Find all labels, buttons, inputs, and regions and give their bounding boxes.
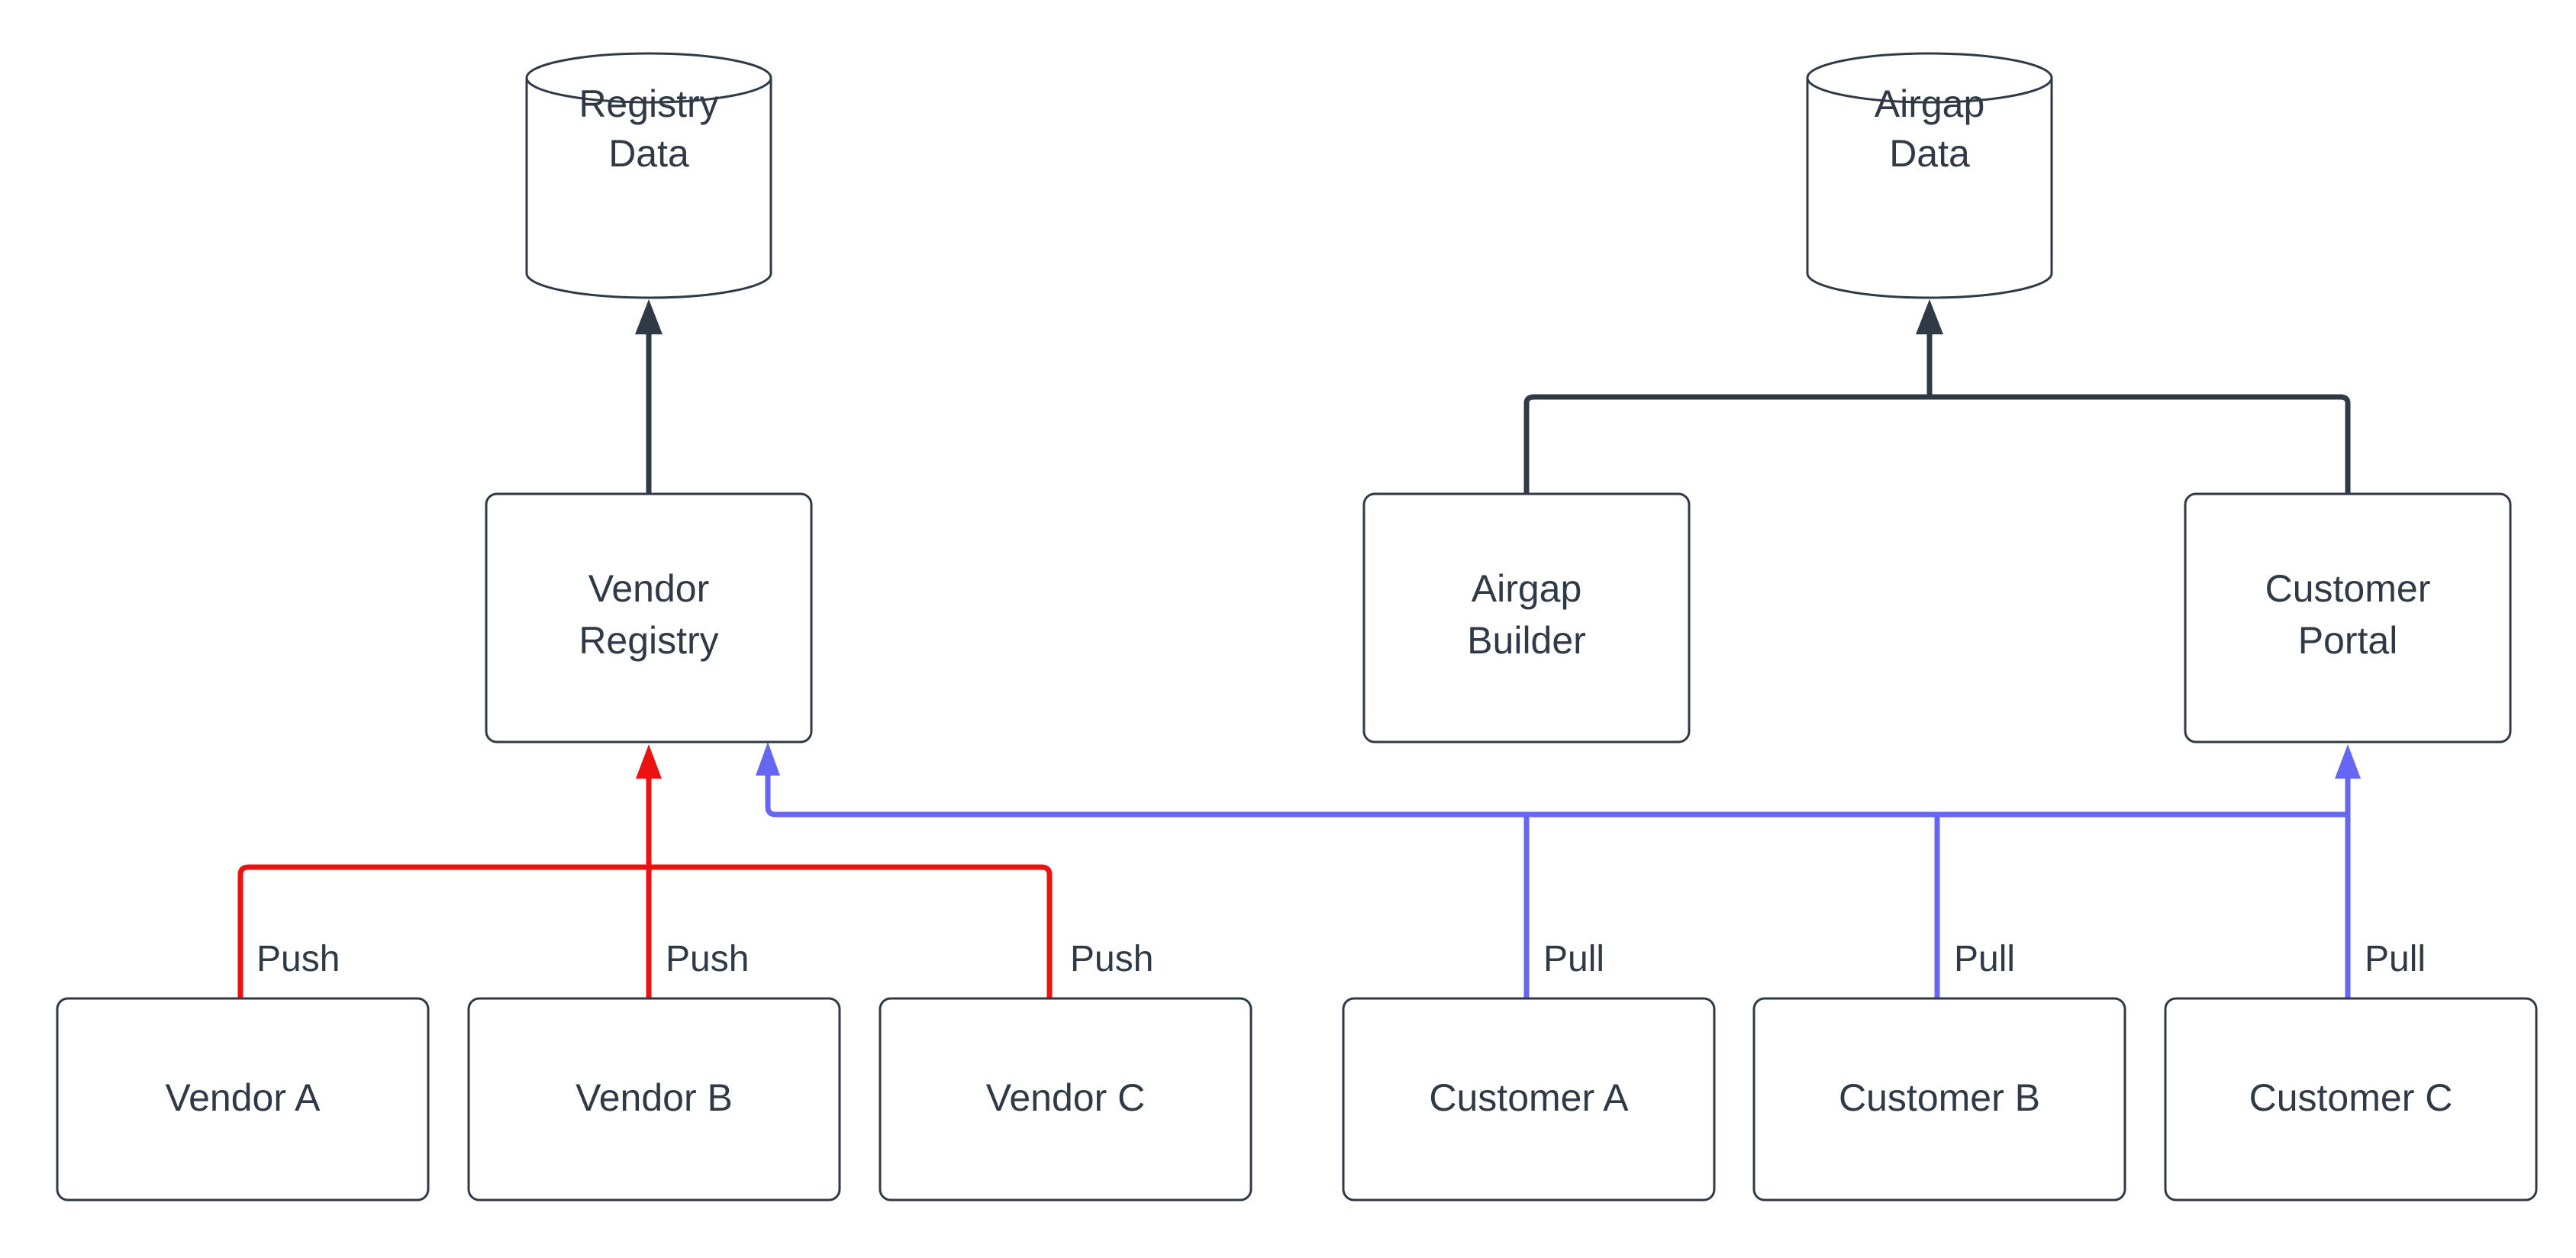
datastore-airgap-data-label-line1: Airgap bbox=[1875, 82, 1985, 125]
edge-push-bus bbox=[237, 744, 1053, 998]
node-vendor-c-label: Vendor C bbox=[986, 1076, 1145, 1119]
node-customer-b[interactable]: Customer B bbox=[1752, 997, 2126, 1202]
service-customer-portal[interactable]: Customer Portal bbox=[2184, 492, 2512, 744]
edge-label-pull-customer-a: Pull bbox=[1543, 939, 1604, 979]
node-customer-c[interactable]: Customer C bbox=[2164, 997, 2538, 1202]
node-vendor-a-label: Vendor A bbox=[166, 1076, 321, 1119]
edge-label-pull-customer-b: Pull bbox=[1954, 939, 2015, 979]
node-vendor-b-label: Vendor B bbox=[575, 1076, 733, 1119]
datastore-registry-data-label-line2: Data bbox=[608, 132, 689, 175]
node-vendor-a[interactable]: Vendor A bbox=[56, 997, 430, 1202]
service-airgap-builder[interactable]: Airgap Builder bbox=[1362, 492, 1691, 744]
node-customer-b-label: Customer B bbox=[1839, 1076, 2040, 1119]
service-airgap-builder-label-line2: Builder bbox=[1467, 619, 1586, 662]
edge-customer-portal-to-airgap-data bbox=[1916, 299, 2351, 494]
node-customer-c-label: Customer C bbox=[2249, 1076, 2453, 1119]
service-customer-portal-label-line1: Customer bbox=[2265, 567, 2431, 610]
edge-label-push-vendor-b: Push bbox=[666, 939, 749, 979]
service-customer-portal-label-line2: Portal bbox=[2298, 619, 2398, 662]
service-vendor-registry-label-line1: Vendor bbox=[588, 567, 709, 610]
edge-pull-bus bbox=[756, 742, 2361, 998]
node-customer-a[interactable]: Customer A bbox=[1342, 997, 1716, 1202]
service-airgap-builder-label-line1: Airgap bbox=[1472, 567, 1582, 610]
service-vendor-registry-label-line2: Registry bbox=[579, 619, 718, 662]
datastore-airgap-data-label-line2: Data bbox=[1889, 132, 1970, 175]
edge-label-push-vendor-c: Push bbox=[1070, 939, 1153, 979]
node-vendor-c[interactable]: Vendor C bbox=[879, 997, 1253, 1202]
edge-airgap-builder-to-airgap-data bbox=[1523, 394, 1930, 494]
edge-label-pull-customer-c: Pull bbox=[2365, 939, 2426, 979]
node-vendor-b[interactable]: Vendor B bbox=[467, 997, 841, 1202]
datastore-registry-data-label-line1: Registry bbox=[579, 82, 718, 125]
edge-label-push-vendor-a: Push bbox=[256, 939, 340, 979]
node-customer-a-label: Customer A bbox=[1429, 1076, 1629, 1119]
edge-vendor-registry-to-registry-data bbox=[635, 299, 663, 494]
service-vendor-registry[interactable]: Vendor Registry bbox=[485, 492, 813, 744]
datastore-airgap-data[interactable]: Airgap Data bbox=[1806, 52, 2053, 299]
datastore-registry-data[interactable]: Registry Data bbox=[525, 52, 772, 299]
